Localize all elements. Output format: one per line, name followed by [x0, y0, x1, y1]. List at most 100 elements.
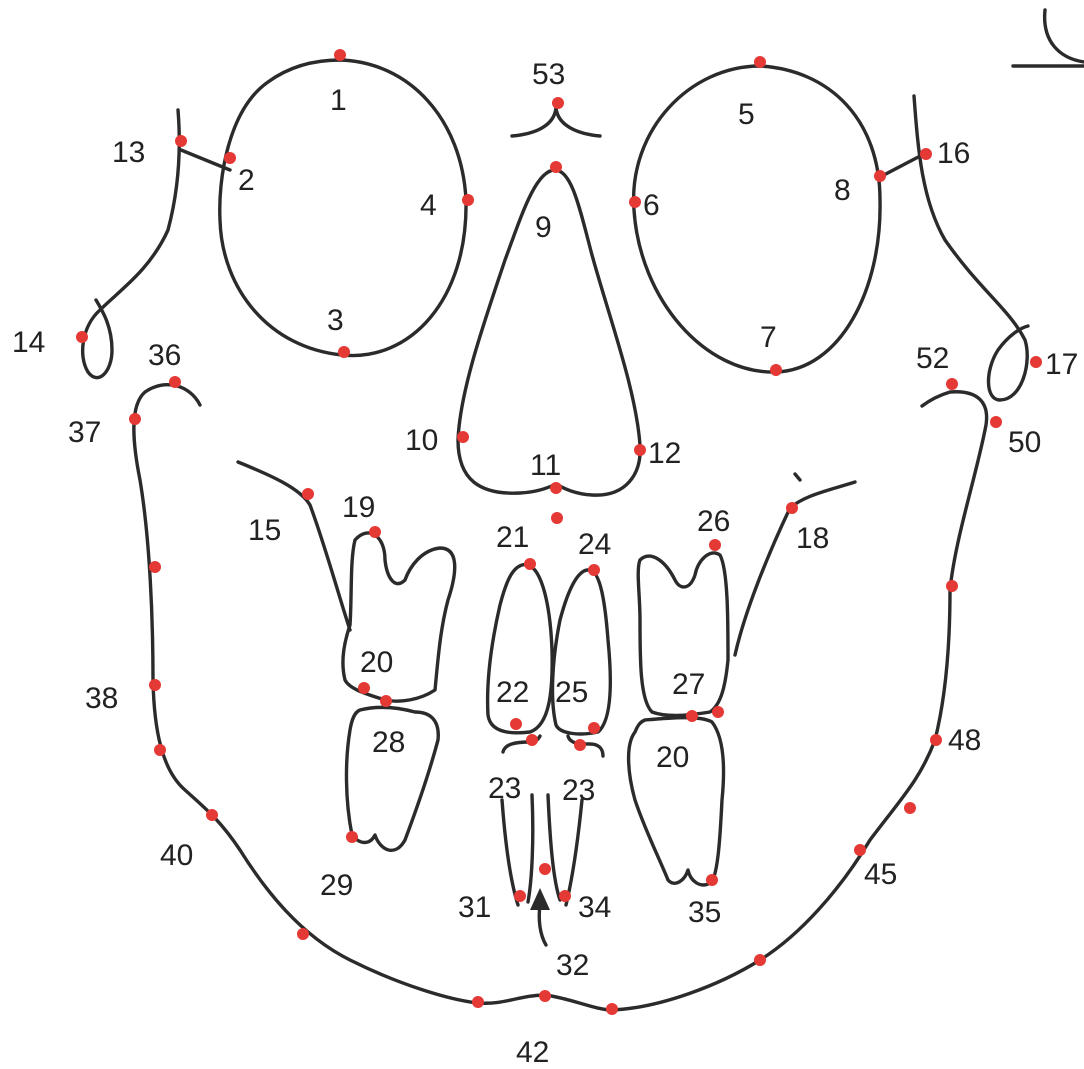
upper-right-incisor [553, 570, 611, 734]
landmark-point [709, 539, 721, 551]
landmark-label: 40 [160, 839, 193, 872]
landmark-point [302, 488, 314, 500]
landmark-label: 20 [360, 646, 393, 679]
landmark-point [770, 364, 782, 376]
landmark-point [510, 718, 522, 730]
landmark-label: 12 [648, 437, 681, 470]
landmark-label: 38 [85, 682, 118, 715]
landmark-label: 52 [916, 342, 949, 375]
right-maxilla-tick [795, 474, 800, 480]
corner-curve [1013, 10, 1084, 66]
landmark-point [588, 564, 600, 576]
landmark-label: 14 [12, 326, 45, 359]
landmark-point [224, 152, 236, 164]
landmark-point [754, 56, 766, 68]
landmark-point [706, 874, 718, 886]
landmark-point [358, 682, 370, 694]
landmark-point [904, 802, 916, 814]
landmark-label: 10 [405, 424, 438, 457]
landmark-label: 23 [562, 774, 595, 807]
landmark-label: 53 [532, 58, 565, 91]
landmark-point [946, 378, 958, 390]
landmark-point [786, 502, 798, 514]
landmark-point [369, 526, 381, 538]
landmark-point [990, 416, 1002, 428]
landmark-point [524, 558, 536, 570]
landmark-label: 25 [555, 676, 588, 709]
right-frontozygomatic-line [880, 154, 924, 177]
nasion-mark [512, 108, 600, 136]
landmark-point [175, 135, 187, 147]
lower-incisors [502, 795, 582, 905]
landmark-point [526, 734, 538, 746]
landmark-label: 28 [372, 726, 405, 759]
landmark-label: 3 [327, 304, 344, 337]
landmark-label: 16 [937, 137, 970, 170]
landmark-label: 6 [643, 189, 660, 222]
landmark-label: 20 [656, 741, 689, 774]
landmark-label: 26 [697, 505, 730, 538]
landmark-point [920, 148, 932, 160]
landmark-point [754, 954, 766, 966]
landmark-point [76, 331, 88, 343]
landmark-point [552, 97, 564, 109]
landmark-label: 21 [496, 521, 529, 554]
landmark-label: 17 [1045, 348, 1078, 381]
landmark-point [551, 512, 563, 524]
right-orbit [634, 66, 880, 372]
landmark-point [346, 831, 358, 843]
landmark-label: 48 [948, 724, 981, 757]
landmark-point [129, 413, 141, 425]
landmark-point [338, 346, 350, 358]
landmark-point [712, 706, 724, 718]
landmark-point [380, 695, 392, 707]
landmark-point [539, 863, 551, 875]
landmark-label: 13 [112, 136, 145, 169]
landmark-point [149, 679, 161, 691]
landmark-label: 4 [420, 189, 437, 222]
landmark-point [550, 161, 562, 173]
landmark-label: 24 [578, 528, 611, 561]
landmark-point [462, 194, 474, 206]
left-frontozygomatic-line [181, 150, 230, 170]
landmark-label: 34 [578, 891, 611, 924]
landmark-label: 19 [342, 491, 375, 524]
landmark-point [686, 710, 698, 722]
landmark-label: 29 [320, 869, 353, 902]
landmark-label: 36 [148, 339, 181, 372]
landmark-point [149, 561, 161, 573]
landmark-point [1030, 356, 1042, 368]
landmark-label: 5 [738, 98, 755, 131]
landmark-point [854, 844, 866, 856]
landmark-point [946, 580, 958, 592]
landmark-label: 7 [760, 321, 777, 354]
landmark-point [629, 196, 641, 208]
landmark-point [930, 734, 942, 746]
landmark-point [634, 444, 646, 456]
landmark-label: 37 [68, 416, 101, 449]
landmark-label: 27 [672, 668, 705, 701]
landmark-point [206, 809, 218, 821]
landmark-label: 32 [556, 949, 589, 982]
landmark-point [550, 482, 562, 494]
landmark-label: 11 [530, 449, 561, 482]
landmark-label: 15 [248, 514, 281, 547]
apex-leader-line [539, 905, 546, 945]
landmark-point [606, 1003, 618, 1015]
landmark-point [539, 990, 551, 1002]
landmark-label: 23 [488, 772, 521, 805]
landmark-label: 18 [796, 522, 829, 555]
landmark-point [574, 739, 586, 751]
landmark-label: 50 [1008, 426, 1041, 459]
landmark-point [472, 996, 484, 1008]
landmark-label: 31 [458, 891, 491, 924]
landmark-point [874, 170, 886, 182]
landmark-point [169, 376, 181, 388]
landmark-point [514, 890, 526, 902]
landmark-label: 22 [496, 676, 529, 709]
landmark-label: 1 [330, 84, 347, 117]
landmark-point [559, 890, 571, 902]
landmark-label: 45 [864, 858, 897, 891]
landmark-label: 2 [238, 164, 255, 197]
